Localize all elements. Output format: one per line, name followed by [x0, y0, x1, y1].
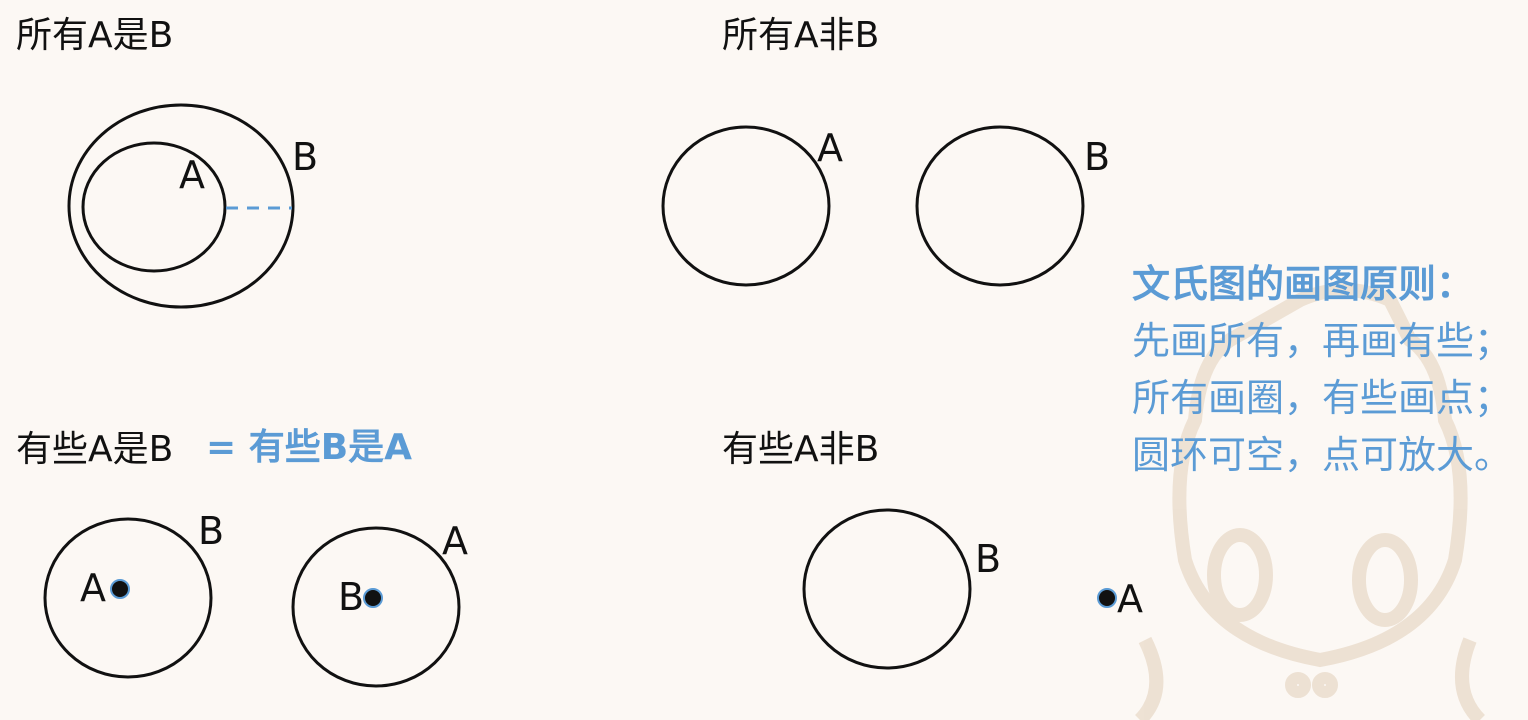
panel-all-a-is-b: A B	[67, 103, 318, 309]
rule-line-1: 先画所有，再画有些；	[1132, 319, 1513, 363]
label-a: A	[817, 126, 843, 170]
circle-b	[915, 125, 1085, 287]
mascot-watermark	[1134, 283, 1486, 720]
circle-a	[661, 125, 831, 287]
rule-line-2: 所有画圈，有些画点；	[1132, 376, 1513, 420]
venn-drawing-rules: 文氏图的画图原则： 先画所有，再画有些； 所有画圈，有些画点； 圆环可空，点可放…	[1132, 256, 1512, 484]
label-a: A	[80, 566, 106, 610]
equivalence-note: = 有些B是A	[206, 427, 412, 468]
rules-title: 文氏图的画图原则：	[1132, 262, 1475, 306]
circle-a-inner	[81, 141, 227, 273]
title-some-a-is-b: 有些A是B	[16, 429, 174, 470]
label-a: A	[442, 519, 468, 563]
title-some-a-not-b: 有些A非B	[722, 429, 880, 470]
point-b	[363, 588, 383, 608]
point-a	[110, 579, 130, 599]
label-b: B	[975, 537, 1001, 581]
panel-all-a-not-b: A B	[661, 125, 1110, 287]
label-b: B	[198, 509, 224, 553]
label-b: B	[338, 575, 364, 619]
title-all-a-not-b: 所有A非B	[722, 15, 880, 56]
label-b: B	[292, 135, 318, 179]
label-b: B	[1084, 135, 1110, 179]
circle-b	[802, 508, 972, 670]
circle-a	[291, 526, 461, 688]
panel-some-a-not-b: B A	[802, 508, 1143, 670]
point-a	[1097, 588, 1117, 608]
title-all-a-is-b: 所有A是B	[16, 15, 174, 56]
circle-b	[43, 517, 213, 679]
circle-b-outer	[67, 103, 295, 309]
panel-some-a-is-b: B A A B	[43, 509, 468, 688]
label-a: A	[179, 153, 205, 197]
rule-line-3: 圆环可空，点可放大。	[1132, 433, 1513, 477]
label-a: A	[1117, 577, 1143, 621]
